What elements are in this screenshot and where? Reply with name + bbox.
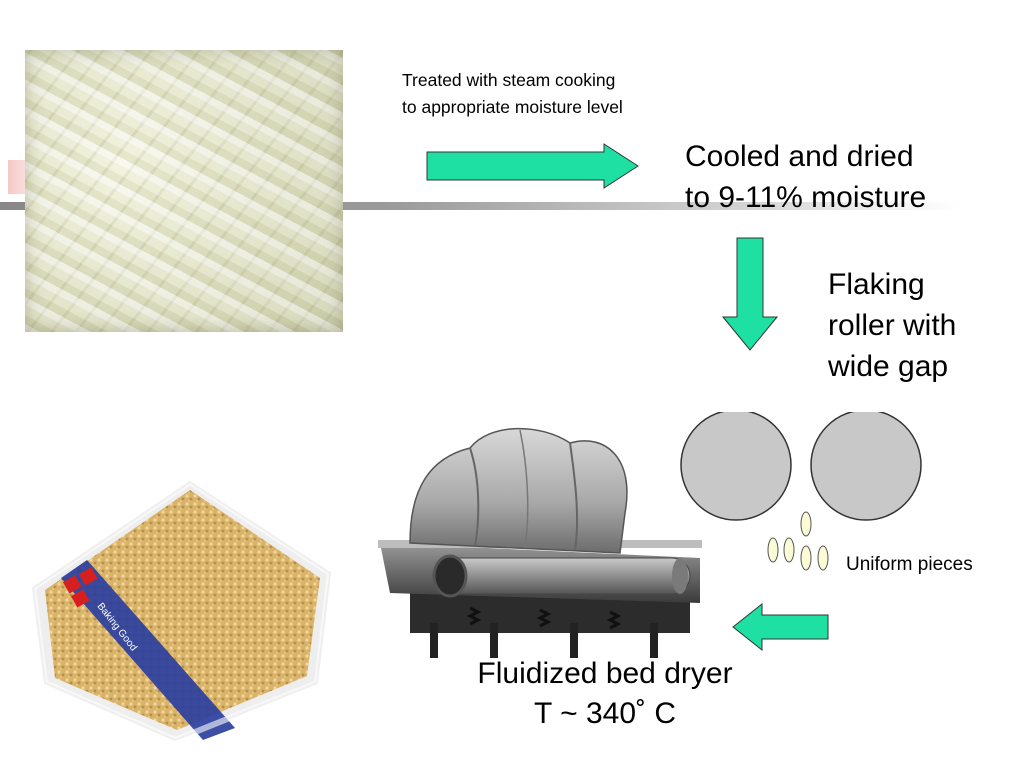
flakes-bag-photo: Baking Good bbox=[29, 478, 334, 743]
rice-grains-photo bbox=[25, 50, 343, 332]
cooled-line-2: to 9-11% moisture bbox=[685, 181, 927, 214]
right-roller-icon bbox=[810, 412, 922, 521]
arrow-right-icon bbox=[426, 143, 639, 189]
flaking-line-2: roller with bbox=[828, 309, 957, 342]
dryer-line-2: T ~ 340˚ C bbox=[533, 697, 677, 730]
steam-line-2: to appropriate moisture level bbox=[402, 97, 623, 117]
fluidized-dryer-label: Fluidized bed dryer T ~ 340˚ C bbox=[440, 654, 770, 734]
fluidized-bed-dryer-photo bbox=[378, 427, 702, 658]
cooled-line-1: Cooled and dried bbox=[685, 140, 914, 173]
slide-accent-red bbox=[8, 160, 30, 194]
cooled-dried-label: Cooled and dried to 9-11% moisture bbox=[685, 136, 926, 218]
arrow-down-icon bbox=[722, 237, 778, 351]
flaking-line-3: wide gap bbox=[828, 350, 949, 383]
flaking-rollers bbox=[680, 412, 922, 521]
flaking-line-1: Flaking bbox=[828, 268, 925, 301]
steam-line-1: Treated with steam cooking bbox=[402, 70, 616, 90]
dryer-line-1: Fluidized bed dryer bbox=[477, 657, 733, 690]
slide-accent-bar bbox=[0, 202, 960, 210]
arrow-left-icon bbox=[732, 603, 829, 651]
uniform-pieces-icon bbox=[767, 511, 829, 571]
steam-cooking-label: Treated with steam cooking to appropriat… bbox=[402, 67, 623, 121]
flaking-roller-label: Flaking roller with wide gap bbox=[828, 264, 956, 387]
uniform-pieces-label: Uniform pieces bbox=[846, 554, 973, 575]
left-roller-icon bbox=[680, 412, 792, 521]
